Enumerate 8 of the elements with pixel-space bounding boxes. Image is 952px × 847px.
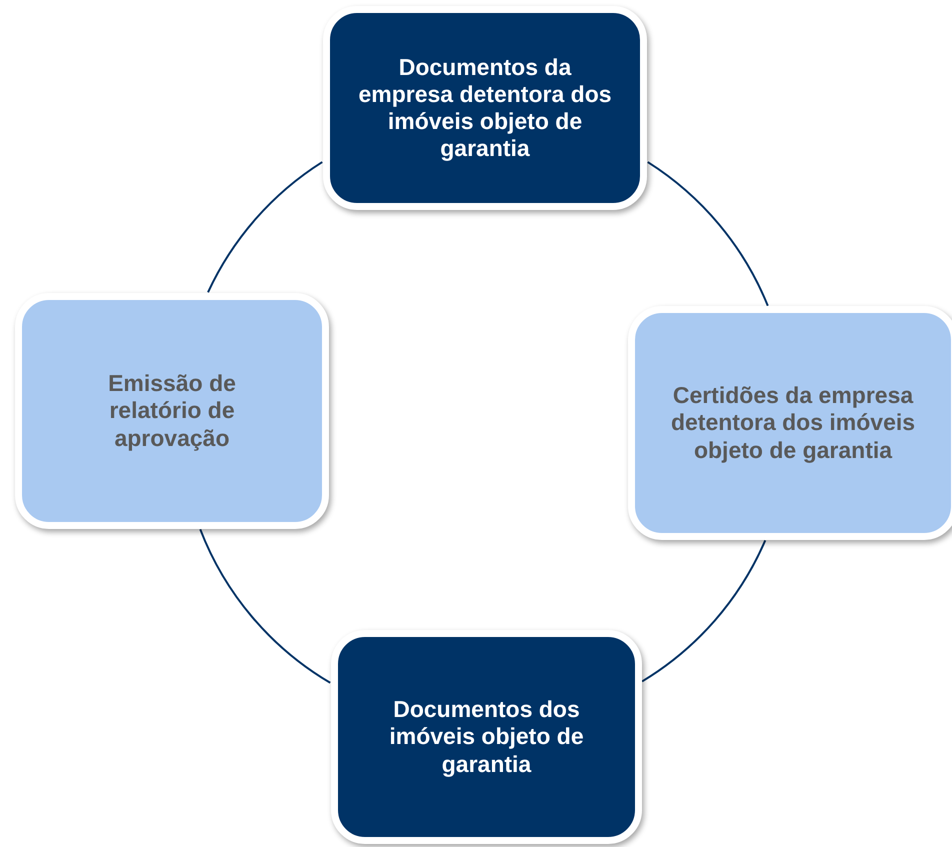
connector-arc xyxy=(199,528,331,684)
connector-arc xyxy=(642,540,766,682)
box-label: Emissão de relatório de aprovação xyxy=(107,370,237,452)
box-label: Certidões da empresa detentora dos imóveis objeto de garantia xyxy=(670,382,916,464)
connector-arc xyxy=(207,161,323,293)
box-label: Documentos dos imóveis objeto de garantia xyxy=(388,696,585,778)
connector-arc xyxy=(647,161,769,306)
box-label: Documentos da empresa detentora dos imóveis objeto de garantia xyxy=(357,54,613,162)
